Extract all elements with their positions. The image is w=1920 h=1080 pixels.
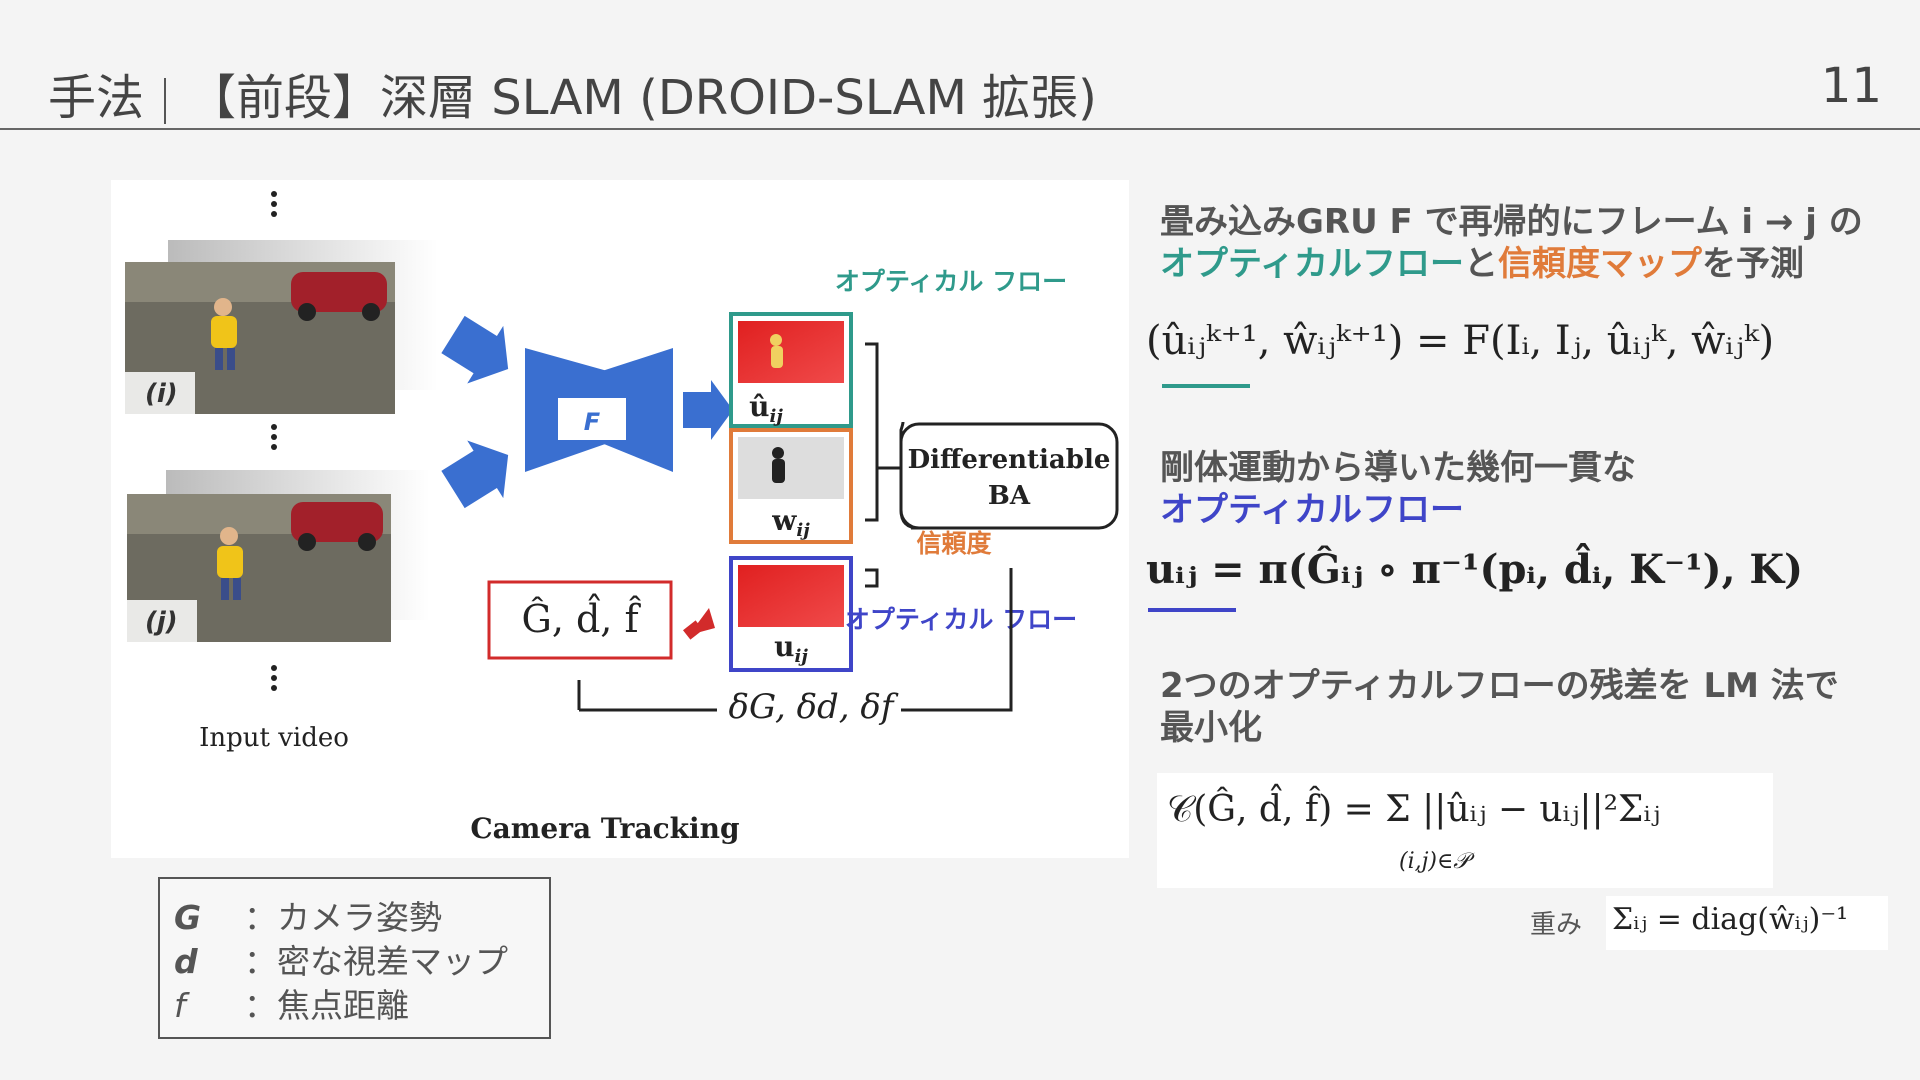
connector-text: と <box>1463 244 1498 284</box>
network-f-label: F <box>584 408 601 436</box>
section-label: 手法 <box>48 70 145 126</box>
blue-underline <box>1148 608 1236 612</box>
frame-i-image <box>125 240 438 414</box>
paragraph-3-line-2: 最小化 <box>1160 708 1262 748</box>
legend-symbol: G <box>174 898 202 937</box>
teal-underline <box>1162 384 1250 388</box>
header-divider <box>0 128 1920 130</box>
legend-desc: ：密な視差マップ <box>244 942 508 981</box>
ba-label-2: BA <box>988 481 1031 511</box>
cost-equation-box: 𝒞(Ĝ, d̂, f̂) = Σ ||ûᵢⱼ − uᵢⱼ||²Σᵢⱼ (i,j)… <box>1157 773 1773 888</box>
droid-slam-figure: (i) (j) Input video F <box>111 180 1129 858</box>
confidence-label: 信頼度 <box>916 529 991 558</box>
slide-title: 手法【前段】深層 SLAM (DROID-SLAM 拡張) <box>48 58 1097 128</box>
symbol-legend: G ：カメラ姿勢 d ：密な視差マップ f ：焦点距離 <box>158 877 551 1039</box>
w-confidence-box <box>729 428 853 544</box>
u-flow-box <box>729 556 853 672</box>
legend-row: G ：カメラ姿勢 <box>174 891 442 939</box>
figure-diagram: (i) (j) Input video F <box>125 191 1119 845</box>
input-arrows <box>441 315 733 509</box>
weight-label: 重み <box>1530 910 1583 940</box>
slide-header: 手法【前段】深層 SLAM (DROID-SLAM 拡張) 11 <box>0 0 1920 130</box>
paragraph-2-line-2: オプティカルフロー <box>1160 490 1464 530</box>
frame-j-label: (j) <box>145 607 178 637</box>
bracket-lines <box>577 342 1013 712</box>
u-label: uij <box>774 630 808 667</box>
ending-text: を予測 <box>1701 244 1804 284</box>
legend-symbol: f <box>174 986 186 1025</box>
paragraph-1-line-1: 畳み込みGRU F で再帰的にフレーム i → j の <box>1160 202 1863 242</box>
teal-highlight: オプティカルフロー <box>1160 244 1464 284</box>
equation-gru-update: (ûᵢⱼᵏ⁺¹, ŵᵢⱼᵏ⁺¹) = F(Iᵢ, Iⱼ, ûᵢⱼᵏ, ŵᵢⱼᵏ) <box>1146 318 1775 364</box>
frame-i-label: (i) <box>145 379 178 409</box>
w-label: wij <box>771 504 810 541</box>
input-video-label: Input video <box>199 723 349 753</box>
equation-cost-subscript: (i,j)∈𝒫 <box>1399 849 1470 874</box>
paragraph-3-line-1: 2つのオプティカルフローの残差を LM 法で <box>1160 666 1839 706</box>
orange-highlight: 信頼度マップ <box>1497 244 1702 284</box>
weight-equation-box: Σᵢⱼ = diag(ŵᵢⱼ)⁻¹ <box>1606 896 1888 950</box>
equation-cost: 𝒞(Ĝ, d̂, f̂) = Σ ||ûᵢⱼ − uᵢⱼ||²Σᵢⱼ <box>1167 789 1661 830</box>
uhat-flow-box <box>729 312 853 428</box>
params-label: Ĝ, d̂, f̂ <box>521 594 641 641</box>
uhat-label: ûij <box>749 390 783 427</box>
page-number: 11 <box>1820 58 1882 114</box>
legend-symbol: d <box>174 942 198 981</box>
legend-desc: ：焦点距離 <box>244 986 409 1025</box>
legend-row: f ：焦点距離 <box>174 979 409 1027</box>
frame-j-image <box>127 470 430 642</box>
network-f <box>525 348 673 472</box>
delta-label: δG, δd, δf <box>729 687 899 727</box>
ellipsis-dots <box>271 191 277 691</box>
legend-desc: ：カメラ姿勢 <box>244 898 442 937</box>
params-box <box>487 580 673 660</box>
flow-label-1: オプティカル フロー <box>835 267 1067 296</box>
ba-label-1: Differentiable <box>908 445 1111 475</box>
equation-rigid-flow: uᵢⱼ = π(Ĝᵢⱼ ∘ π⁻¹(pᵢ, d̂ᵢ, K⁻¹), K) <box>1146 546 1804 593</box>
title-text: 【前段】深層 SLAM (DROID-SLAM 拡張) <box>188 70 1097 126</box>
title-separator <box>164 78 167 124</box>
equation-weight: Σᵢⱼ = diag(ŵᵢⱼ)⁻¹ <box>1612 902 1849 937</box>
differentiable-ba-box <box>899 421 1119 530</box>
figure-caption: Camera Tracking <box>470 812 739 845</box>
paragraph-2-line-1: 剛体運動から導いた幾何一貫な <box>1160 448 1636 488</box>
paragraph-1-line-2: オプティカルフローと信頼度マップを予測 <box>1160 236 1804 285</box>
legend-row: d ：密な視差マップ <box>174 935 508 983</box>
flow-label-2: オプティカル フロー <box>845 605 1077 634</box>
